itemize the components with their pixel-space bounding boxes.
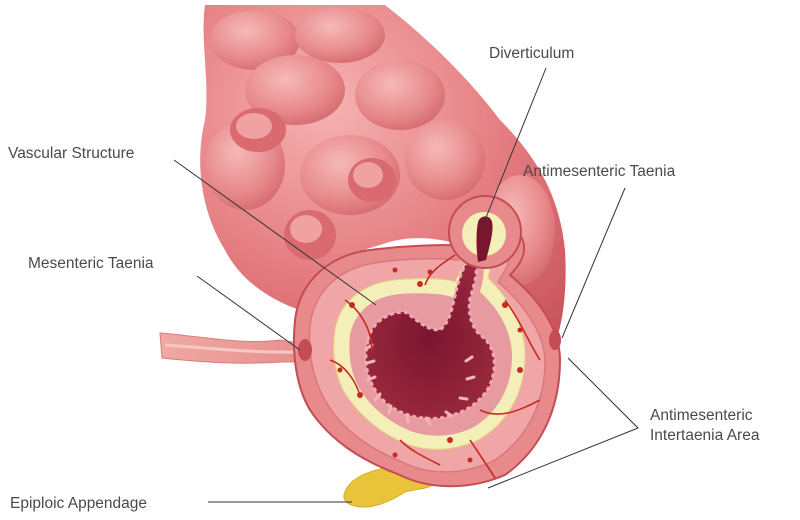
surface-diverticulum — [236, 113, 272, 139]
label-diverticulum: Diverticulum — [489, 44, 574, 64]
label-antimesenteric-taenia: Antimesenteric Taenia — [523, 162, 675, 182]
haustra-bulge — [405, 120, 485, 200]
antimesenteric-taenia-band — [549, 330, 561, 350]
label-antimesenteric-intertaenia-area: Antimesenteric Intertaenia Area — [650, 406, 759, 446]
label-vascular-structure: Vascular Structure — [8, 144, 134, 164]
mesentery — [160, 333, 310, 363]
label-intertaenia-line1: Antimesenteric — [650, 406, 759, 426]
label-epiploic-appendage: Epiploic Appendage — [10, 494, 147, 514]
label-intertaenia-line2: Intertaenia Area — [650, 426, 759, 446]
haustra-bulge — [295, 7, 385, 63]
leader-antimes-taenia — [562, 188, 625, 338]
surface-diverticulum — [290, 215, 322, 243]
label-mesenteric-taenia: Mesenteric Taenia — [28, 254, 154, 274]
surface-diverticulum — [353, 162, 383, 188]
mesenteric-taenia-band — [298, 339, 312, 361]
haustra-bulge — [355, 60, 445, 130]
